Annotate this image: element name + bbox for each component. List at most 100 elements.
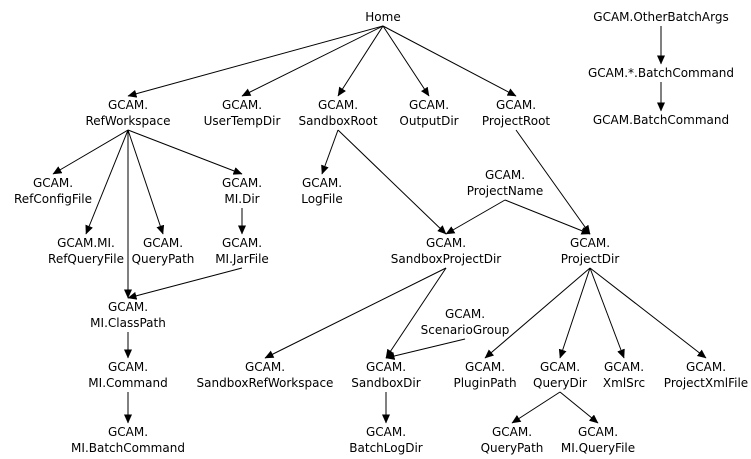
node-projectdir-label-line: ProjectDir (560, 252, 620, 266)
node-xmlsrc: GCAM. XmlSrc (603, 359, 645, 391)
node-midir: GCAM. MI.Dir (222, 175, 262, 207)
node-mibatchcommand-label-line: MI.BatchCommand (71, 441, 185, 455)
node-pluginpath-label-line: PluginPath (453, 376, 517, 390)
node-logfile-label-line: LogFile (301, 192, 343, 206)
node-xmlsrc-label-line: GCAM. (603, 360, 645, 374)
node-miqueryfile-label-line: GCAM. (577, 425, 619, 439)
node-outputdir-label-line: OutputDir (399, 114, 459, 128)
node-starbatchcommand-label-line: GCAM.*.BatchCommand (587, 66, 735, 80)
edge-refworkspace-to-midir (127, 129, 243, 175)
edge-projectname-to-sandboxprojectdir (445, 199, 506, 235)
node-sandboxrefworkspace-label-line: SandboxRefWorkspace (196, 376, 334, 390)
node-xmlsrc-label-line: XmlSrc (602, 376, 646, 390)
node-usertempdir-label-line: UserTempDir (203, 114, 281, 128)
node-sandboxroot: GCAM. SandboxRoot (298, 97, 377, 129)
node-midir-label-line: GCAM. (221, 176, 263, 190)
node-mirefqueryfile-label-line: GCAM.MI. (57, 236, 115, 250)
node-sandboxdir-label-line: GCAM. (365, 360, 407, 374)
node-otherbatchargs-label-line: GCAM.OtherBatchArgs (593, 10, 729, 24)
node-projectroot-label-line: ProjectRoot (481, 114, 551, 128)
node-pluginpath-label-line: GCAM. (464, 360, 506, 374)
node-refworkspace-label-line: RefWorkspace (85, 114, 171, 128)
node-midir-label-line: MI.Dir (224, 192, 260, 206)
edge-refworkspace-to-mirefqueryfile (85, 129, 129, 235)
edge-home-to-sandboxroot (337, 25, 384, 97)
node-outputdir: GCAM. OutputDir (399, 97, 458, 129)
node-miclasspath-label-line: MI.ClassPath (90, 316, 166, 330)
edge-sandboxprojectdir-to-sandboxrefworkspace (264, 267, 447, 359)
node-projectname-label-line: ProjectName (466, 184, 544, 198)
edge-querydir-to-querypath2 (511, 391, 561, 424)
edge-home-to-projectroot (382, 25, 517, 97)
node-projectname-label-line: GCAM. (484, 168, 526, 182)
edge-projectdir-to-xmlsrc (589, 267, 625, 359)
edge-projectdir-to-querydir (558, 267, 591, 359)
edge-sandboxprojectdir-to-sandboxdir (385, 267, 447, 359)
node-querypath2: GCAM. QueryPath (481, 424, 544, 456)
node-querypath2-label-line: QueryPath (480, 441, 544, 455)
edge-querydir-to-miqueryfile (559, 391, 599, 424)
node-projectxmlfile-label-line: ProjectXmlFile (663, 376, 749, 390)
node-starbatchcommand: GCAM.*.BatchCommand (588, 65, 734, 81)
node-sandboxdir-label-line: SandboxDir (351, 376, 421, 390)
node-refworkspace-label-line: GCAM. (107, 98, 149, 112)
node-miclasspath-label-line: GCAM. (107, 300, 149, 314)
node-refworkspace: GCAM. RefWorkspace (86, 97, 171, 129)
node-querydir-label-line: QueryDir (533, 376, 587, 390)
node-scenariogroup-label-line: ScenarioGroup (420, 323, 510, 337)
node-micommand-label-line: MI.Command (88, 376, 168, 390)
node-querydir: GCAM. QueryDir (533, 359, 587, 391)
edge-home-to-outputdir (382, 25, 430, 97)
node-batchcommand-label-line: GCAM.BatchCommand (592, 113, 730, 127)
node-sandboxrefworkspace: GCAM. SandboxRefWorkspace (197, 359, 334, 391)
edge-projectroot-to-projectdir (515, 129, 591, 235)
edge-sandboxroot-to-logfile (321, 129, 339, 175)
node-batchlogdir-label-line: BatchLogDir (349, 441, 423, 455)
edge-mijarfile-to-miclasspath (127, 267, 243, 300)
node-refconfigfile-label-line: GCAM. (32, 176, 74, 190)
node-scenariogroup: GCAM. ScenarioGroup (421, 306, 510, 338)
node-mirefqueryfile-label-line: RefQueryFile (48, 252, 124, 266)
node-home-label-line: Home (365, 10, 401, 24)
node-sandboxprojectdir-label-line: SandboxProjectDir (390, 252, 502, 266)
node-querypath2-label-line: GCAM. (491, 425, 533, 439)
node-projectroot-label-line: GCAM. (495, 98, 537, 112)
node-micommand: GCAM.MI.Command (88, 359, 167, 391)
node-mijarfile-label-line: GCAM. (221, 236, 263, 250)
node-batchcommand: GCAM.BatchCommand (593, 112, 729, 128)
edge-home-to-usertempdir (241, 25, 384, 97)
edge-projectdir-to-projectxmlfile (589, 267, 707, 359)
node-mijarfile: GCAM. MI.JarFile (215, 235, 269, 267)
node-mibatchcommand: GCAM.MI.BatchCommand (71, 424, 185, 456)
node-projectdir-label-line: GCAM. (569, 236, 611, 250)
node-logfile-label-line: GCAM. (301, 176, 343, 190)
node-projectroot: GCAM. ProjectRoot (482, 97, 550, 129)
edge-sandboxroot-to-sandboxprojectdir (337, 129, 447, 235)
node-projectxmlfile-label-line: GCAM. (685, 360, 727, 374)
node-projectdir: GCAM. ProjectDir (561, 235, 620, 267)
node-refconfigfile: GCAM.RefConfigFile (14, 175, 92, 207)
edge-projectname-to-projectdir (504, 199, 591, 235)
node-querypath1: GCAM.QueryPath (132, 235, 195, 267)
node-sandboxprojectdir-label-line: GCAM. (425, 236, 467, 250)
node-scenariogroup-label-line: GCAM. (444, 307, 486, 321)
node-miclasspath: GCAM. MI.ClassPath (90, 299, 166, 331)
edge-refworkspace-to-refconfigfile (52, 129, 129, 175)
node-sandboxroot-label-line: GCAM. (317, 98, 359, 112)
node-querydir-label-line: GCAM. (539, 360, 581, 374)
node-batchlogdir: GCAM.BatchLogDir (349, 424, 422, 456)
node-home: Home (365, 9, 400, 25)
node-miqueryfile: GCAM.MI.QueryFile (561, 424, 635, 456)
edge-projectdir-to-pluginpath (484, 267, 591, 359)
edge-home-to-refworkspace (127, 25, 384, 98)
node-pluginpath: GCAM. PluginPath (453, 359, 516, 391)
node-mijarfile-label-line: MI.JarFile (215, 252, 269, 266)
node-outputdir-label-line: GCAM. (408, 98, 450, 112)
node-mirefqueryfile: GCAM.MI. RefQueryFile (48, 235, 124, 267)
node-sandboxroot-label-line: SandboxRoot (298, 114, 378, 128)
node-querypath1-label-line: GCAM. (142, 236, 184, 250)
node-sandboxrefworkspace-label-line: GCAM. (244, 360, 286, 374)
node-sandboxdir: GCAM. SandboxDir (351, 359, 420, 391)
edge-refworkspace-to-querypath1 (127, 129, 165, 235)
